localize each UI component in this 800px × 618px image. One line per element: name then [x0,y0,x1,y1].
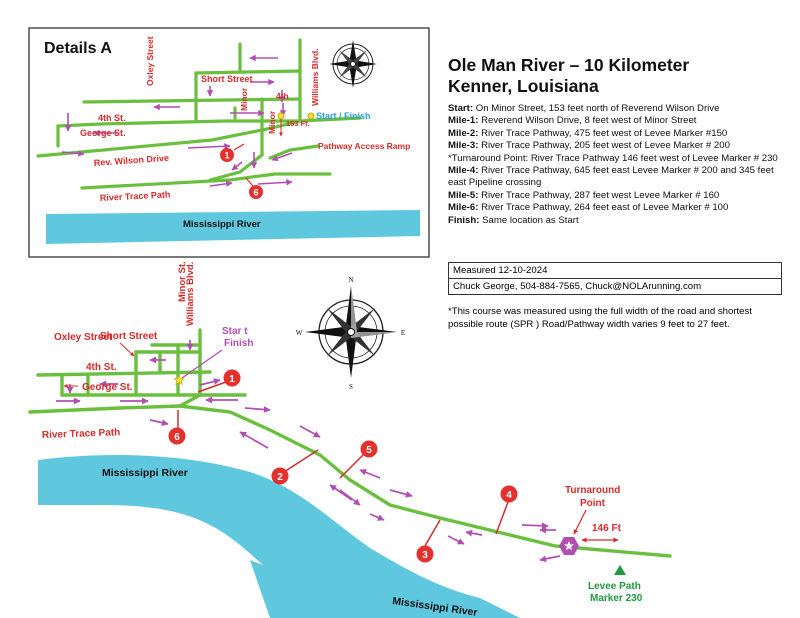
mile-marker-6: 6 [168,410,186,445]
turnaround-hexagon-icon [559,537,579,555]
levee-label-line2: Marker 230 [590,593,643,604]
course-title: Ole Man River – 10 Kilometer [448,55,690,75]
svg-text:6: 6 [174,432,180,443]
compass-s: S [349,383,353,391]
mile-marker-5: 5 [339,440,378,479]
inset-mile-marker-1: 1 [220,143,245,162]
main-rivertrace-label: River Trace Path [42,427,121,441]
levee-label-line1: Levee Path [588,581,641,592]
measurer-contact: Chuck George, 504-884-7565, Chuck@NOLAru… [449,278,781,294]
main-williams-label: Williams Blvd. [185,262,196,326]
mile-marker-2: 2 [271,449,319,485]
main-start-star-icon [173,374,185,386]
levee-marker-icon [614,565,626,575]
inset-river-label: Mississippi River [183,219,261,230]
measured-date: Measured 12-10-2024 [453,265,548,276]
svg-text:4: 4 [506,490,512,501]
inset-mile-marker-6: 6 [245,177,263,199]
info-line-start: Start: On Minor Street, 153 feet north o… [448,103,720,114]
compass-e: E [401,329,405,337]
info-line-mile4: Mile-4: River Trace Pathway, 645 feet ea… [448,165,774,189]
info-line-finish: Finish: Same location as Start [448,214,579,226]
main-4th-label: 4th St. [86,362,117,373]
compass-w: W [296,329,303,337]
main-start-label: Star t [222,326,248,337]
inset-street-network [36,38,362,190]
inset-4th-right-label: 4th [276,91,289,101]
inset-river [46,210,420,244]
inset-minor-label: Minor [239,87,249,111]
svg-text:1: 1 [224,151,229,161]
inset-short-label: Short Street [201,74,253,84]
main-route-arrows [56,340,561,563]
inset-williams-label: Williams Blvd. [310,48,320,106]
info-line-turnaround: *Turnaround Point: River Trace Pathway 1… [448,152,778,164]
info-line-mile3: Mile-3: River Trace Pathway, 205 feet we… [448,140,730,152]
course-info-panel: Ole Man River – 10 Kilometer Kenner, Lou… [448,55,788,227]
inset-minor2-label: Minor [267,110,277,134]
details-inset: Details A Mississippi River [28,27,430,258]
main-short-label: Short Street [100,331,158,342]
info-line-mile5: Mile-5: River Trace Pathway, 287 feet we… [448,189,720,201]
course-subtitle: Kenner, Louisiana [448,76,599,96]
svg-text:1: 1 [229,374,235,385]
inset-george-label: George St. [80,128,126,138]
svg-text:2: 2 [277,472,283,483]
inset-start-finish-label: Start / Finish [316,111,371,121]
svg-text:5: 5 [366,445,372,456]
inset-start-dot [277,112,285,120]
inset-finish-dot [307,112,315,120]
inset-4th-label: 4th St. [98,113,126,123]
svg-text:3: 3 [422,550,428,561]
mile-marker-4: 4 [495,485,518,535]
turnaround-pointer [573,509,587,535]
svg-text:6: 6 [253,188,258,198]
info-line-mile6: Mile-6: River Trace Pathway, 264 feet ea… [448,202,729,214]
compass-n: N [348,276,353,284]
measurement-box: Measured 12-10-2024 Chuck George, 504-88… [448,262,782,295]
mile-marker-3: 3 [416,519,441,563]
main-minor-label: Minor St. [177,261,188,302]
main-oxley-label: Oxley Street [54,332,113,343]
inset-153-label: 153 Ft. [286,119,310,128]
turnaround-label-line2: Point [580,498,606,509]
inset-title: Details A [44,40,112,57]
info-line-mile2: Mile-2: River Trace Pathway, 475 feet we… [448,127,728,139]
turnaround-distance-label: 146 Ft [592,523,622,534]
inset-access-ramp-label: Pathway Access Ramp [318,141,410,151]
main-start-pointer [181,349,223,379]
main-compass-icon: N S E W [296,276,405,391]
measurement-note: *This course was measured using the full… [448,306,752,330]
mile-marker-1: 1 [197,369,241,393]
inset-oxley-label: Oxley Street [145,36,155,86]
main-finish-label: Finish [224,338,253,349]
main-river-label-upper: Mississippi River [102,467,188,479]
main-street-network [28,328,672,558]
inset-compass-icon [329,40,377,88]
main-george-label: George St. [82,382,133,393]
inset-rivertrace-label: River Trace Path [100,189,171,203]
main-map: Mississippi River Mississippi River [28,261,672,618]
main-river [38,455,480,618]
turnaround-label-line1: Turnaround [565,485,620,496]
info-line-mile1: Mile-1: Reverend Wilson Drive, 8 feet we… [448,115,697,127]
main-river-lower [250,560,520,618]
